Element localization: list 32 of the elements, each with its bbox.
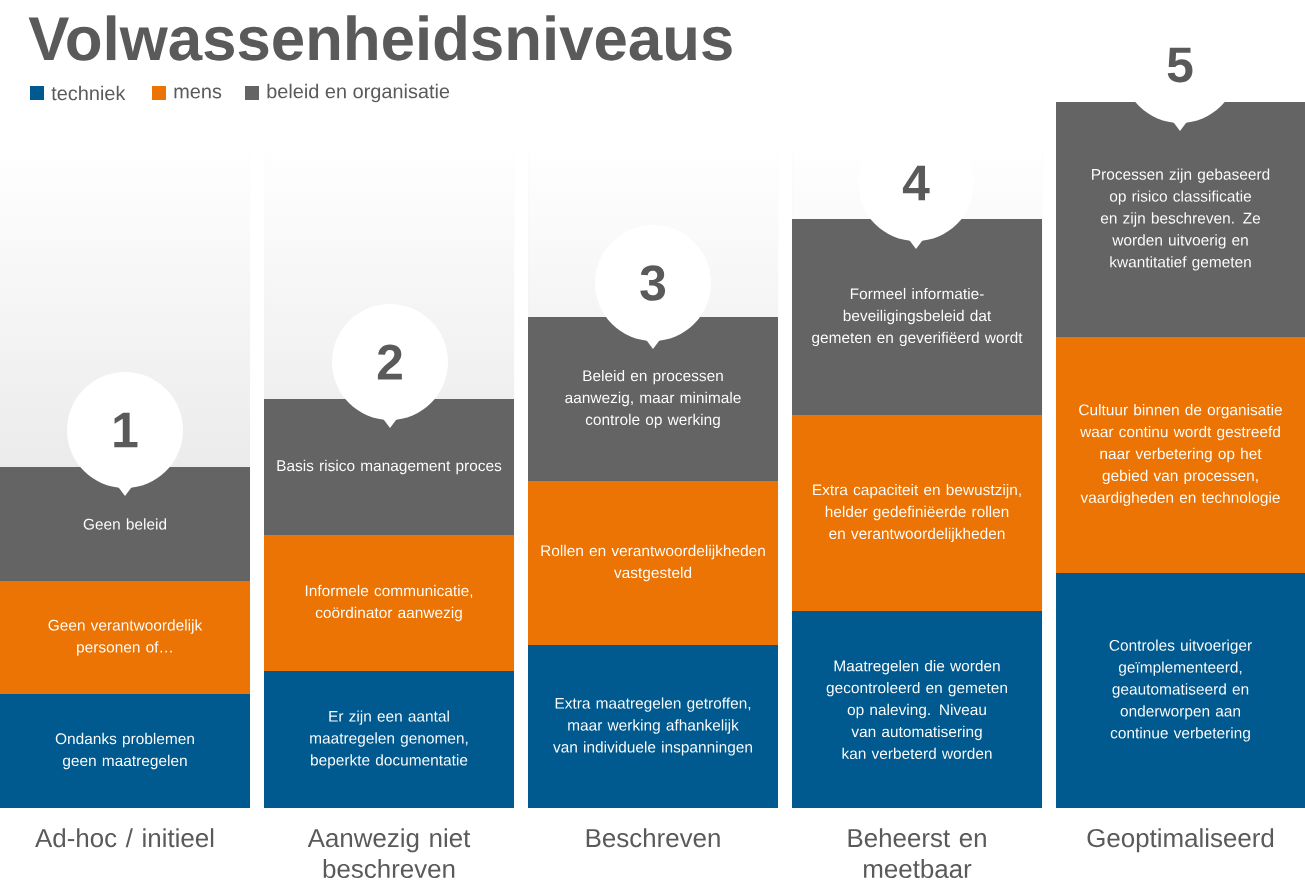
- speech-bubble: 4: [858, 125, 974, 249]
- people-block: Informele communicatie, coördinator aanwezig: [264, 535, 514, 671]
- node-label: 3: [640, 265, 666, 301]
- people-block: Extra capaciteit en bewustzijn, helder gedefiniëerde rollen en verantwoordelijkheden: [792, 415, 1042, 611]
- speech-bubble: 1: [67, 372, 183, 496]
- people-block: Cultuur binnen de organisatie waar continu wordt gestreefd naar verbetering op het gebied van processen, vaardigheden en technologie: [1056, 337, 1305, 573]
- column-label: Beschreven: [586, 828, 720, 848]
- policy-block: Processen zijn gebaseerd op risico classificatie en zijn beschreven. Ze worden uitvoerig en kwantitatief gemeten: [1056, 102, 1305, 337]
- speech-bubble: 5: [1122, 7, 1238, 131]
- node-label: 5: [1167, 47, 1193, 83]
- column-label: Aanwezig niet beschreven: [307, 828, 471, 879]
- policy-block: Geen beleid: [0, 467, 250, 581]
- technology-block: Controles uitvoeriger geïmplementeerd, geautomatiseerd en onderworpen aan continue verbetering: [1056, 573, 1305, 808]
- speech-bubble: 3: [595, 225, 711, 349]
- node-label: 4: [902, 165, 930, 201]
- policy-block: Formeel informatie- beveiligingsbeleid dat gemeten en geverifiëerd wordt: [792, 219, 1042, 415]
- policy-block: Beleid en processen aanwezig, maar minimale controle op werking: [528, 317, 778, 481]
- legend-label: mens: [174, 87, 222, 99]
- policy-block: Basis risico management proces: [264, 399, 514, 535]
- legend-label: techniek: [51, 85, 126, 101]
- legend-label: beleid en organisatie: [267, 83, 450, 103]
- column-label: Beheerst en meetbaar: [848, 828, 986, 879]
- people-block: Rollen en verantwoordelijkheden vastgesteld: [528, 481, 778, 645]
- technology-block: Extra maatregelen getroffen, maar werking afhankelijk van individuele inspanningen: [528, 645, 778, 808]
- technology-block: Er zijn een aantal maatregelen genomen, beperkte documentatie: [264, 671, 514, 808]
- technology-block: Maatregelen die worden gecontroleerd en gemeten op naleving. Niveau van automatisering kan verbeterd worden: [792, 611, 1042, 808]
- technology-block: Ondanks problemen geen maatregelen: [0, 694, 250, 808]
- people-block: Geen verantwoordelijk personen of…: [0, 581, 250, 694]
- title: Volwassenheidsniveaus: [28, 15, 732, 61]
- speech-bubble: 2: [332, 304, 448, 428]
- column-label: Ad-hoc / initieel: [35, 828, 214, 848]
- column-label: Geoptimaliseerd: [1087, 828, 1274, 853]
